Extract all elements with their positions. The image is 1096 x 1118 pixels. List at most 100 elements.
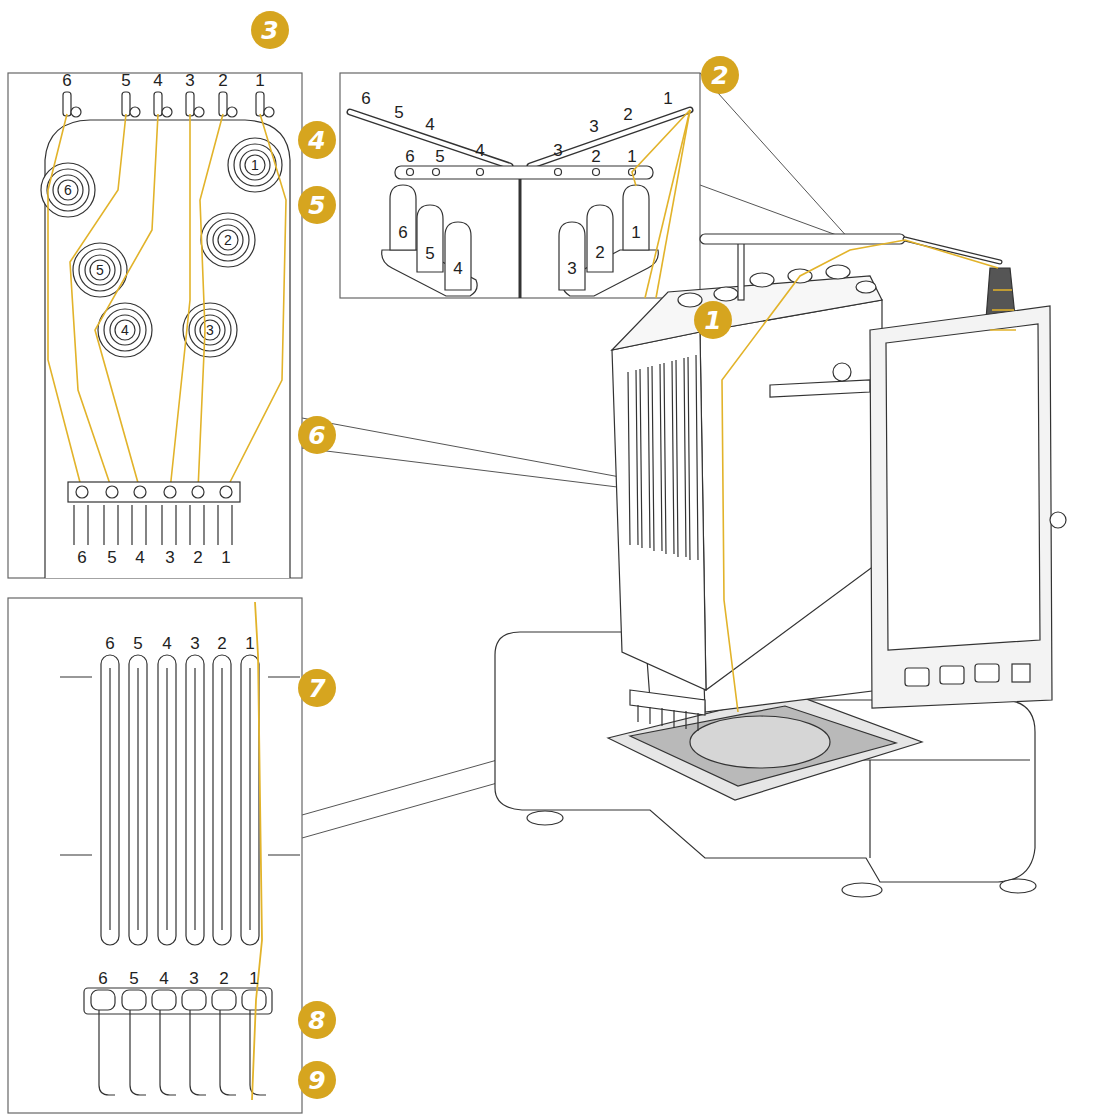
position-number: 2 — [623, 106, 632, 123]
position-number: 5 — [129, 970, 138, 987]
take-up-lever — [101, 655, 119, 945]
position-number: 6 — [405, 148, 414, 165]
embroidery-machine — [833, 363, 851, 381]
needle-bar-guide — [190, 1010, 206, 1095]
thread-cone — [587, 205, 613, 272]
embroidery-machine — [1012, 664, 1030, 682]
thread-spool — [115, 320, 135, 340]
embroidery-machine — [842, 883, 882, 897]
inset-front-view — [8, 598, 302, 1113]
tension-post — [194, 107, 204, 117]
position-number: 3 — [589, 118, 598, 135]
thread-spool — [234, 144, 276, 186]
callout-number: 7 — [298, 669, 336, 707]
embroidery-machine — [608, 693, 922, 800]
tension-post — [256, 92, 264, 116]
position-number: 4 — [453, 260, 462, 277]
embroidery-machine — [700, 234, 905, 244]
thread-spool — [79, 249, 121, 291]
tension-post — [186, 92, 194, 116]
thread-spool — [58, 180, 78, 200]
thread-spool — [240, 150, 270, 180]
needle-bar-guide — [182, 990, 206, 1010]
position-number: 2 — [217, 635, 226, 652]
needle-bar-guide — [130, 1010, 146, 1095]
take-up-lever — [109, 668, 110, 930]
thread — [722, 240, 1016, 712]
position-number: 1 — [221, 549, 230, 566]
thread — [48, 114, 82, 490]
tension-post — [162, 107, 172, 117]
inset-top-view — [8, 73, 302, 578]
position-number: 6 — [77, 549, 86, 566]
position-number: 4 — [159, 970, 168, 987]
take-up-lever — [241, 655, 259, 945]
take-up-lever — [186, 655, 204, 945]
position-number: 4 — [425, 116, 434, 133]
inset-top-view — [8, 73, 302, 578]
embroidery-machine — [826, 265, 850, 279]
take-up-lever — [249, 668, 250, 930]
tension-post — [63, 92, 274, 117]
thread-guide-hole — [76, 486, 232, 498]
embroidery-machine — [638, 705, 698, 731]
embroidery-machine — [905, 239, 1000, 262]
position-number: 3 — [189, 970, 198, 987]
guide-hole — [407, 169, 414, 176]
needle-bar-guide — [242, 990, 266, 1010]
thread-spool — [228, 138, 282, 192]
thread-guide-hole — [220, 486, 232, 498]
thread-spool — [90, 260, 110, 280]
embroidery-machine — [905, 668, 929, 686]
thread-cone — [559, 222, 585, 290]
thread-spool — [207, 219, 249, 261]
guide-hole — [593, 169, 600, 176]
guide-hole — [433, 169, 440, 176]
thread-spool — [183, 303, 237, 357]
position-number: 3 — [185, 72, 194, 89]
tension-post — [122, 92, 130, 116]
embroidery-machine — [714, 287, 738, 301]
take-up-lever — [101, 655, 259, 945]
thread — [226, 114, 286, 490]
embroidery-machine — [612, 332, 706, 690]
position-number: 5 — [107, 549, 116, 566]
embroidery-machine — [527, 811, 563, 825]
thread-spool — [218, 230, 238, 250]
embroidery-machine — [905, 239, 1000, 262]
body-edge — [60, 677, 300, 855]
embroidery-machine — [750, 273, 774, 287]
thread — [632, 110, 690, 298]
position-number: 4 — [135, 549, 144, 566]
thread-spool — [41, 163, 95, 217]
position-number: 6 — [62, 72, 71, 89]
take-up-lever — [137, 668, 138, 930]
callout-number: 1 — [694, 301, 732, 339]
position-number: 2 — [595, 244, 604, 261]
lever-slot — [74, 505, 232, 545]
position-number: 4 — [162, 635, 171, 652]
position-number: 2 — [591, 148, 600, 165]
tension-post — [71, 107, 81, 117]
inset-thread-stand — [519, 172, 522, 298]
inset-thread-stand — [350, 112, 510, 166]
position-number: 5 — [425, 245, 434, 262]
position-number: 3 — [567, 260, 576, 277]
thread — [170, 114, 190, 490]
callout-number: 5 — [298, 186, 336, 224]
needle-bar-guide — [220, 1010, 236, 1095]
tension-post — [264, 107, 274, 117]
thread-spool — [41, 138, 282, 357]
embroidery-machine — [738, 240, 744, 300]
needle-bar-guide — [91, 990, 115, 1010]
needle-bar-guide — [122, 990, 146, 1010]
embroidery-machine — [770, 380, 870, 397]
tension-post — [130, 107, 140, 117]
guide-bar — [84, 988, 272, 1014]
position-number: 4 — [121, 323, 129, 337]
position-number: 1 — [255, 72, 264, 89]
guide-hole — [555, 169, 562, 176]
